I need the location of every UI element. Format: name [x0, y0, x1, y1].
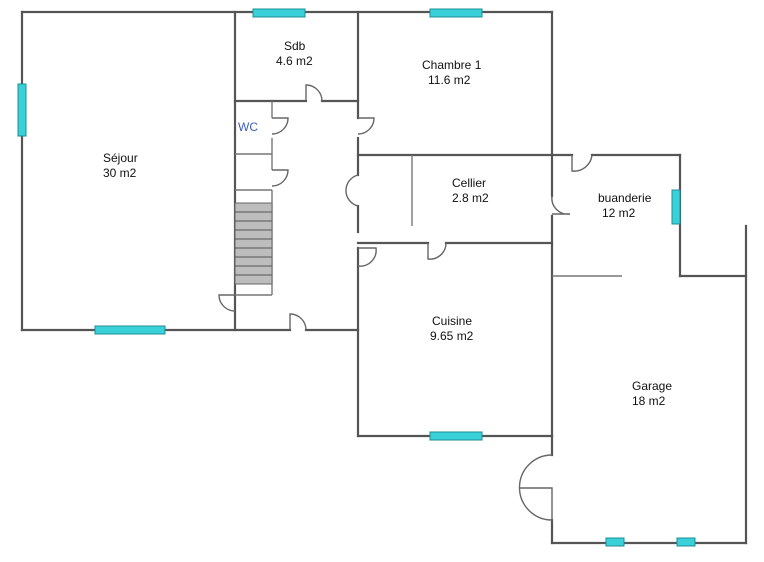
sejour-area: 30 m2 — [103, 166, 137, 180]
door-entrance — [289, 313, 307, 331]
buanderie-area: 12 m2 — [602, 206, 636, 220]
door-garage — [518, 454, 553, 521]
cuisine-area: 9.65 m2 — [430, 329, 474, 343]
doors — [218, 84, 593, 521]
wc-label: WC — [238, 120, 258, 134]
window-cuisine — [429, 431, 483, 441]
stairs — [234, 202, 273, 285]
window-sdb — [252, 8, 306, 18]
window-buanderie — [671, 189, 681, 225]
window-garage-2 — [676, 537, 696, 547]
door-buanderie — [571, 154, 593, 172]
chambre1-area: 11.6 m2 — [428, 73, 471, 87]
cellier-area: 2.8 m2 — [452, 191, 489, 205]
sdb-area: 4.6 m2 — [276, 54, 313, 68]
door-wc-lower — [271, 169, 289, 187]
window-garage-1 — [605, 537, 625, 547]
door-sdb — [305, 84, 323, 102]
door-cellier — [427, 242, 447, 260]
door-cellier-right — [551, 195, 571, 215]
door-wc-upper — [271, 117, 289, 135]
windows — [17, 8, 696, 547]
walls — [20, 10, 748, 545]
garage-name: Garage — [632, 379, 672, 393]
sejour-name: Séjour — [103, 151, 138, 165]
sdb-name: Sdb — [284, 39, 306, 53]
door-cellier-left — [345, 174, 359, 207]
door-chambre — [357, 117, 375, 135]
door-cuisine — [357, 247, 377, 267]
room-labels: Séjour 30 m2 Sdb 4.6 m2 Chambre 1 11.6 m… — [103, 39, 672, 408]
door-sejour — [218, 294, 236, 312]
window-sejour-left — [17, 83, 27, 137]
garage-area: 18 m2 — [632, 394, 666, 408]
window-chambre — [429, 8, 483, 18]
window-sejour-bottom — [94, 325, 166, 335]
chambre1-name: Chambre 1 — [422, 58, 482, 72]
cellier-name: Cellier — [452, 176, 486, 190]
buanderie-name: buanderie — [598, 191, 652, 205]
cuisine-name: Cuisine — [432, 314, 472, 328]
